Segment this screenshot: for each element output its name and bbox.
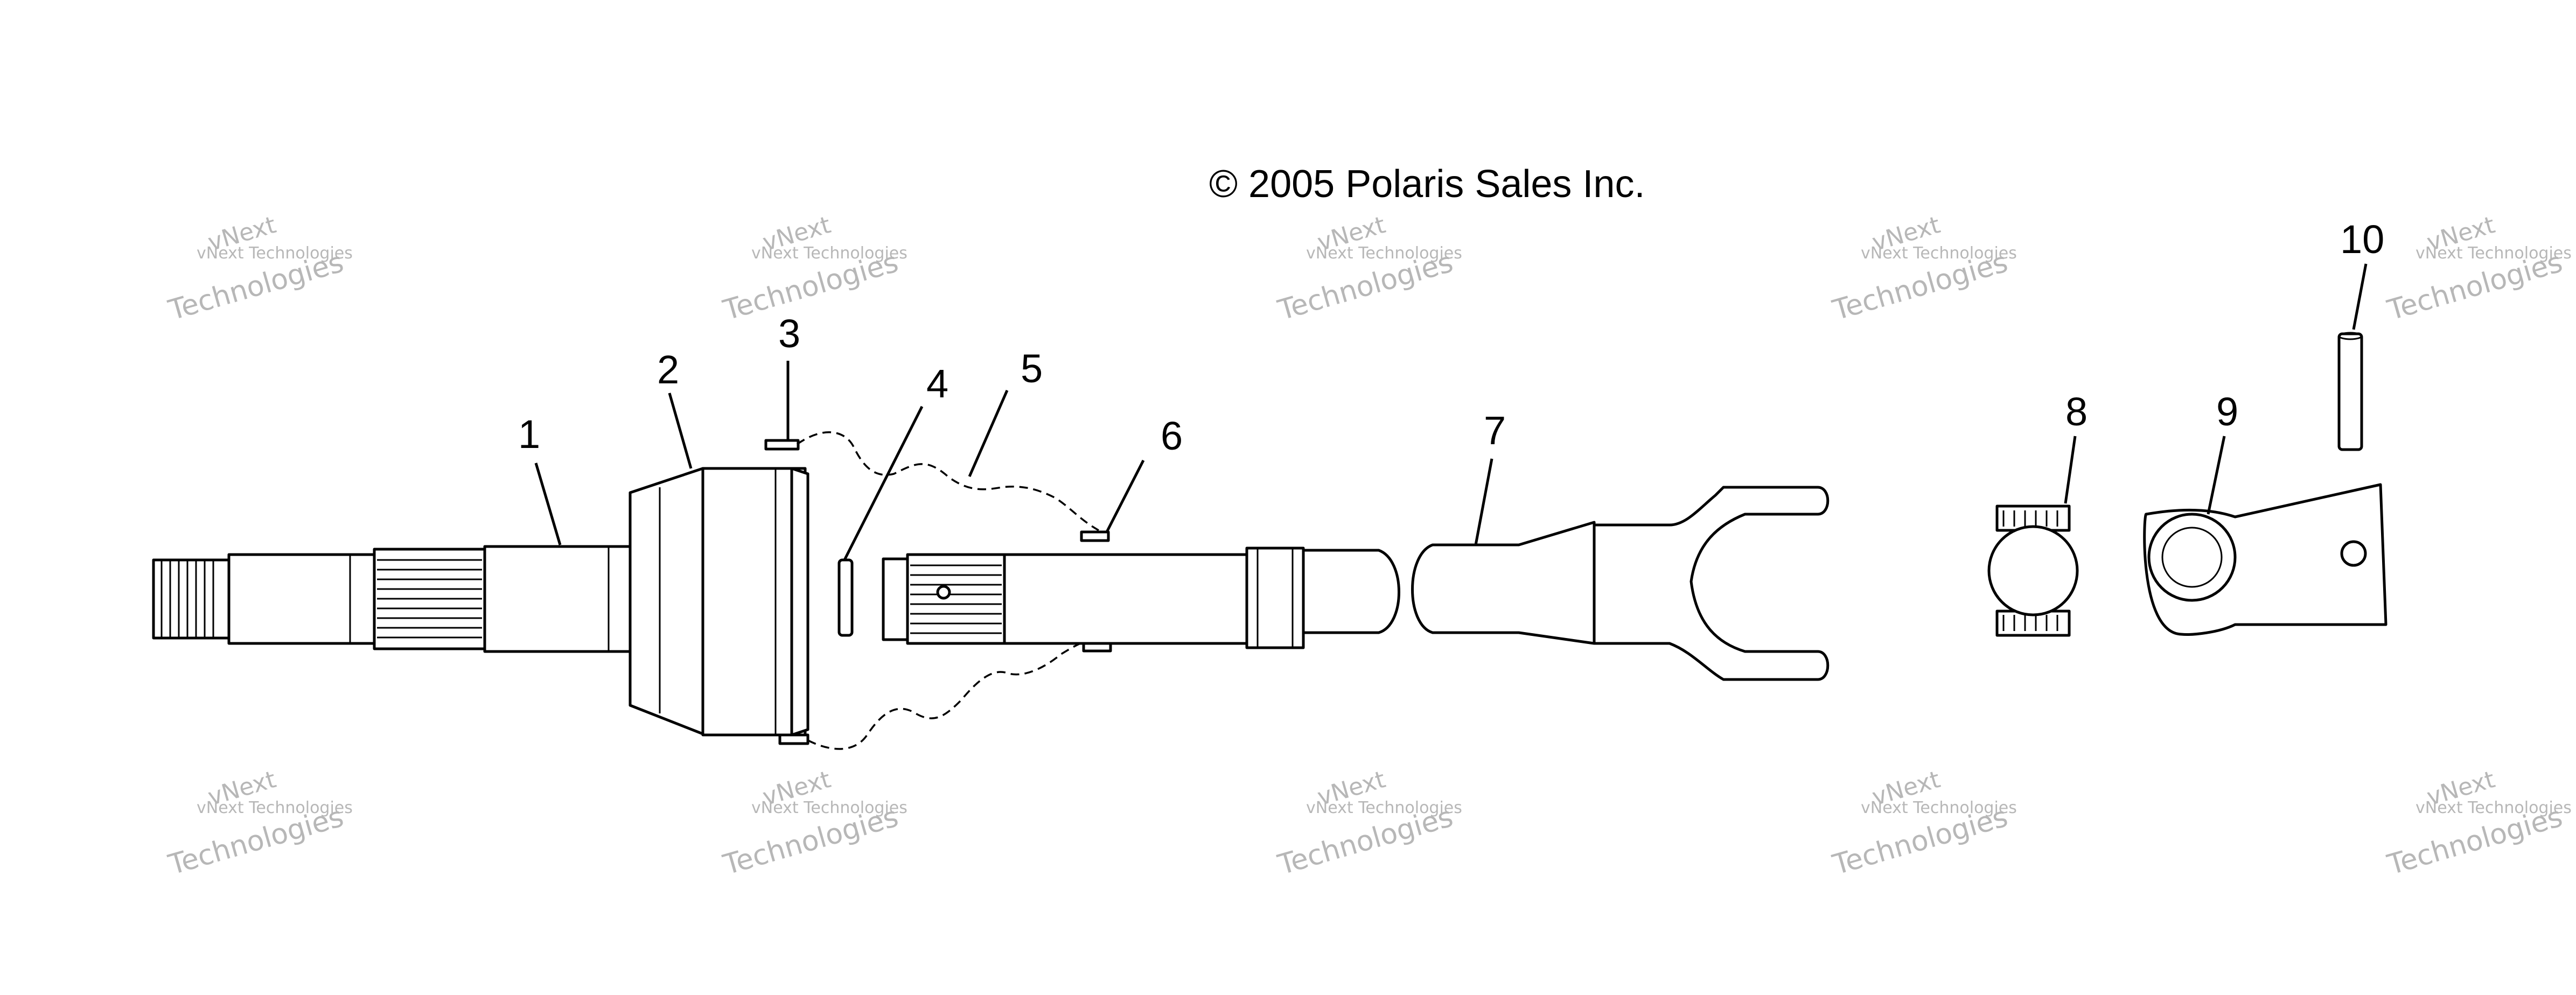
boot-top-outline: [796, 431, 1099, 531]
inner-shaft-tip: [882, 557, 909, 641]
callout-8: 8: [2065, 389, 2088, 434]
leader-5: [968, 389, 1009, 478]
roll-pin-top: [2338, 332, 2363, 340]
callout-10: 10: [2340, 217, 2384, 262]
watermark: vNext vNext Technologies Technologies: [720, 211, 907, 327]
part-9-yoke-end: [2143, 483, 2387, 636]
part-2-cv-housing: [629, 467, 809, 737]
leader-lines: [534, 263, 2368, 561]
watermark: vNext vNext Technologies Technologies: [1274, 211, 1462, 327]
part-4-snap-ring: [837, 558, 854, 637]
leader-1: [534, 463, 562, 545]
callout-5: 5: [1021, 346, 1043, 391]
inner-shaft: [882, 546, 1400, 649]
watermark: vNext vNext Technologies Technologies: [2384, 766, 2572, 881]
inner-shaft-body: [1003, 553, 1248, 645]
part-7-yoke-shaft: [1411, 486, 1830, 681]
leader-10: [2352, 263, 2368, 330]
housing-cone: [629, 467, 707, 737]
part-8-ujoint-bearing: [1987, 504, 2079, 637]
watermark: vNext vNext Technologies Technologies: [2384, 211, 2572, 327]
inner-shaft-hole: [936, 585, 951, 600]
leader-9: [2207, 436, 2226, 515]
leader-6: [1105, 459, 1145, 533]
small-clamp-top: [1080, 530, 1110, 542]
housing-rim: [790, 467, 809, 737]
watermark: vNext vNext Technologies Technologies: [1829, 211, 2017, 327]
clamp-bottom: [778, 733, 809, 745]
yoke-fork: [1593, 486, 1830, 681]
callout-9: 9: [2216, 389, 2238, 434]
leader-4: [843, 405, 924, 561]
threaded-tip: [152, 558, 231, 640]
yoke-end-eye-outer: [2147, 513, 2237, 602]
bearing-ball: [1987, 525, 2079, 616]
watermark: vNext vNext Technologies Technologies: [1274, 766, 1462, 881]
watermark: vNext vNext Technologies Technologies: [165, 766, 353, 881]
clamp-top: [764, 439, 800, 451]
bearing-hatch: [2002, 510, 2058, 631]
part-5-boot: [796, 431, 1099, 750]
shaft-neck: [483, 545, 632, 653]
callout-6: 6: [1161, 414, 1183, 458]
leader-2: [668, 393, 693, 469]
inner-spline-section: [906, 553, 1006, 645]
watermark-line2: vNext Technologies: [197, 244, 353, 263]
watermark-line2: vNext Technologies: [2416, 244, 2572, 263]
watermark: vNext vNext Technologies Technologies: [720, 766, 907, 881]
thread-hatch: [160, 560, 214, 638]
callout-2: 2: [657, 347, 679, 392]
callout-7: 7: [1484, 408, 1506, 453]
watermark-line2: vNext Technologies: [197, 798, 353, 817]
housing-body: [701, 467, 807, 737]
watermark-line2: vNext Technologies: [751, 798, 907, 817]
watermark: vNext vNext Technologies Technologies: [1829, 766, 2017, 881]
part-3-clamp: [764, 439, 809, 745]
leader-7: [1474, 458, 1493, 545]
watermark: vNext vNext Technologies Technologies: [165, 211, 353, 327]
callout-3: 3: [778, 311, 800, 356]
watermark-line2: vNext Technologies: [1306, 798, 1462, 817]
part-1-stub-shaft: [152, 545, 632, 653]
spline-hatch: [377, 559, 482, 639]
shaft-section: [227, 553, 376, 645]
yoke-end-hole: [2340, 540, 2367, 567]
watermark-line2: vNext Technologies: [2416, 798, 2572, 817]
yoke-end-eye-inner: [2161, 527, 2223, 588]
callout-4: 4: [926, 361, 948, 406]
inner-shaft-broken-end: [1302, 549, 1400, 634]
leader-8: [2064, 436, 2077, 504]
inner-shaft-collar: [1245, 546, 1305, 649]
callout-labels: 1 2 3 4 5 6 7 8 9 10: [518, 217, 2384, 458]
part-10-roll-pin: [2337, 332, 2363, 451]
copyright-text: © 2005 Polaris Sales Inc.: [1209, 163, 1645, 206]
inner-spline-hatch: [910, 564, 1002, 634]
watermark-line2: vNext Technologies: [1861, 244, 2017, 263]
watermark-line2: vNext Technologies: [1306, 244, 1462, 263]
boot-bottom-outline: [807, 637, 1099, 750]
yoke-shaft-body: [1411, 521, 1596, 645]
watermark-line2: vNext Technologies: [751, 244, 907, 263]
callout-1: 1: [518, 412, 540, 457]
watermark-line2: vNext Technologies: [1861, 798, 2017, 817]
